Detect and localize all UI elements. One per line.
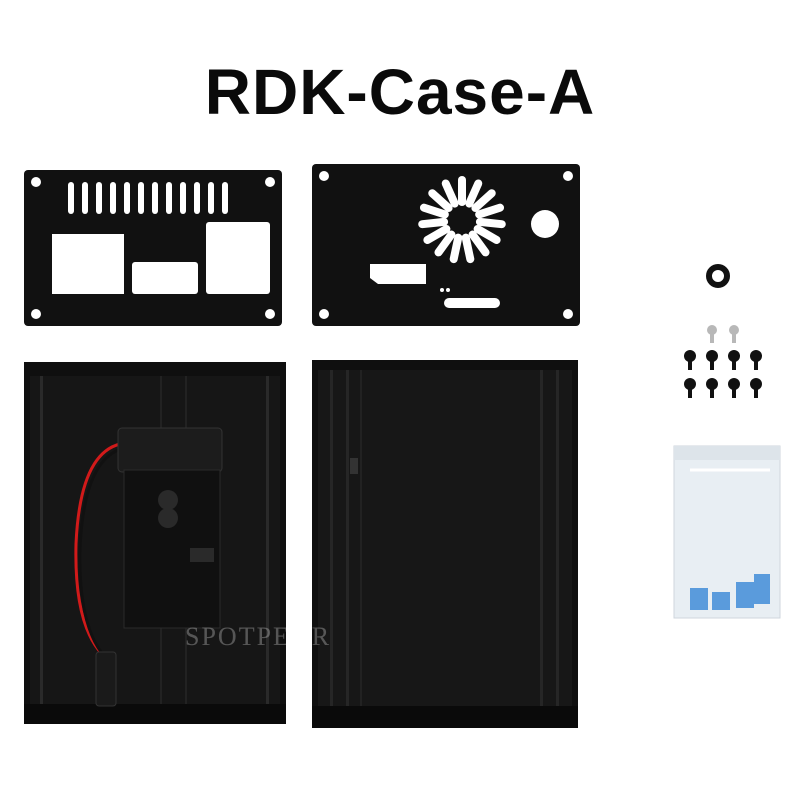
spacer-bag [673, 445, 781, 619]
back-panel-plate-with-fan-grill [312, 164, 580, 326]
left-enclosure-shell-with-fan [24, 362, 286, 724]
watermark-text: SPOTPEAR [185, 622, 332, 651]
front-panel-plate [24, 170, 282, 326]
rubber-ring [706, 264, 730, 288]
silver-screws [707, 325, 739, 343]
right-enclosure-shell [312, 360, 578, 728]
product-title: RDK-Case-A [204, 56, 596, 128]
black-screws [684, 350, 762, 398]
